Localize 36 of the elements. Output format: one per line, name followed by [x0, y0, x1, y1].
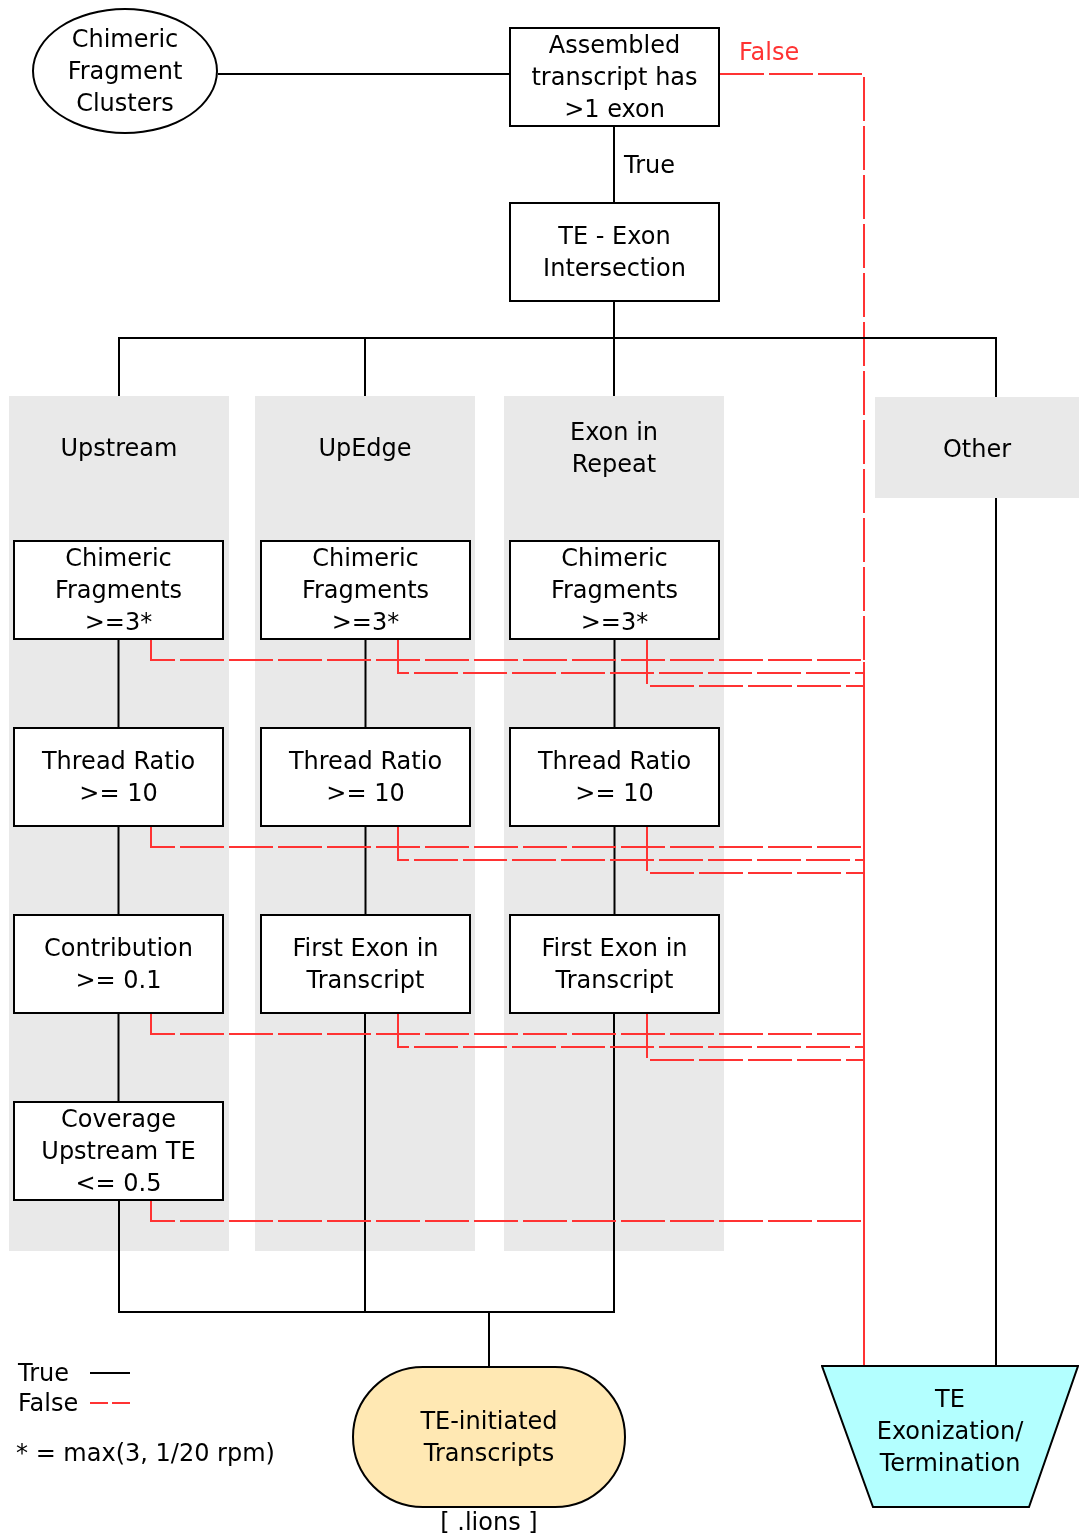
trapezoid-node: TE Exonization/ Termination: [821, 1365, 1079, 1508]
category-label: Upstream: [60, 433, 178, 464]
process-box: Chimeric Fragments >=3*: [260, 540, 471, 640]
process-box: First Exon in Transcript: [509, 914, 720, 1014]
connector-line: [117, 1013, 120, 1102]
connector-line: [613, 126, 615, 203]
process-box: Contribution >= 0.1: [13, 914, 224, 1014]
start-ellipse: Chimeric Fragment Clusters: [32, 8, 218, 134]
connector-line: [613, 639, 616, 728]
connector-line: [613, 826, 616, 915]
category-band: [875, 397, 1079, 498]
category-band: [9, 396, 229, 1251]
connector-line: [117, 826, 120, 915]
footnote: * = max(3, 1/20 rpm): [16, 1438, 275, 1468]
connector-line: [117, 639, 120, 728]
category-label: UpEdge: [318, 433, 412, 464]
process-box: TE - Exon Intersection: [509, 202, 720, 302]
process-box: Thread Ratio >= 10: [13, 727, 224, 827]
process-box: Thread Ratio >= 10: [260, 727, 471, 827]
node-caption: [ .lions ]: [439, 1508, 539, 1536]
legend-label: False: [18, 1388, 79, 1418]
connector-line: [364, 826, 367, 915]
category-label: Exon in Repeat: [569, 417, 659, 480]
category-band: [255, 396, 475, 1251]
process-box: First Exon in Transcript: [260, 914, 471, 1014]
category-band: [504, 396, 724, 1251]
category-label: Other: [942, 434, 1012, 465]
process-box: Assembled transcript has >1 exon: [509, 27, 720, 127]
process-box: Chimeric Fragments >=3*: [509, 540, 720, 640]
connector-line: [217, 73, 510, 75]
legend-label: True: [18, 1358, 70, 1388]
connector-line: [995, 497, 997, 1366]
connector-line: [364, 639, 367, 728]
process-box: Thread Ratio >= 10: [509, 727, 720, 827]
process-box: Chimeric Fragments >=3*: [13, 540, 224, 640]
process-box: Coverage Upstream TE <= 0.5: [13, 1101, 224, 1201]
